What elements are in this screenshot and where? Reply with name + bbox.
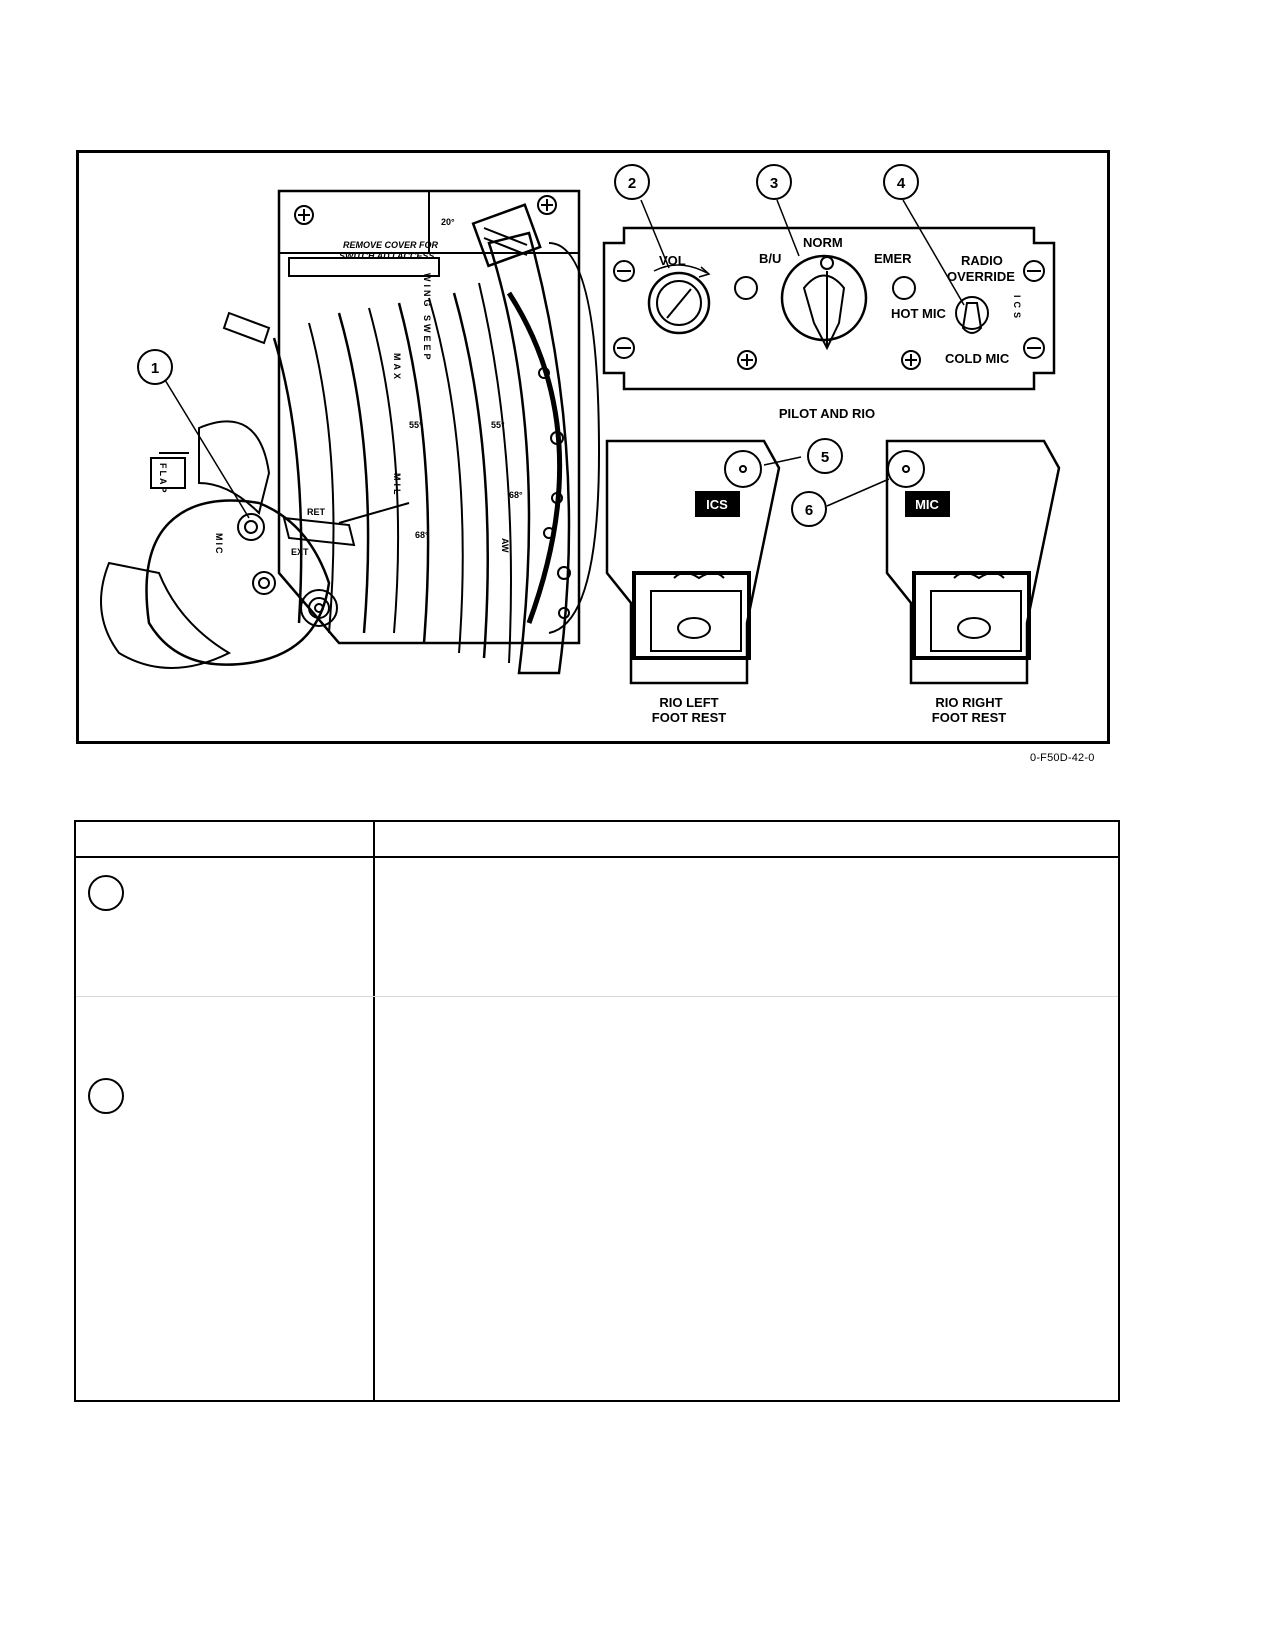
mil-label: MIL — [392, 473, 402, 498]
table-row-1-item-circle — [88, 875, 124, 911]
callout-5-label: 5 — [821, 449, 829, 466]
callout-circle-2 — [614, 164, 650, 200]
column-divider — [373, 822, 375, 1400]
callout-circle-5 — [807, 438, 843, 474]
ics-plate — [695, 491, 740, 517]
deg-55-label-a: 55° — [409, 420, 423, 430]
control-description-table — [74, 820, 1120, 1402]
deg-68-label-a: 68° — [415, 530, 429, 540]
mic-plate — [905, 491, 950, 517]
rio-right-foot-rest-drawing — [826, 439, 1061, 685]
ics-vertical-label: ICS — [1012, 295, 1022, 322]
deg-68-label-b: 68° — [509, 490, 523, 500]
panel-caption: PILOT AND RIO — [779, 406, 875, 421]
rio-left-foot-rest-drawing — [605, 439, 802, 685]
radio-label: RADIO — [961, 253, 1003, 268]
wing-sweep-label: WING SWEEP — [422, 273, 432, 363]
norm-label: NORM — [803, 235, 843, 250]
figure-id: 0-F50D-42-0 — [1030, 752, 1095, 764]
callout-3-label: 3 — [770, 175, 778, 192]
flap-label: FLAP — [158, 463, 168, 495]
right-foot-rest-caption-line1: RIO RIGHT — [935, 695, 1002, 710]
cold-mic-label: COLD MIC — [945, 351, 1010, 366]
emer-label: EMER — [874, 251, 912, 266]
table-row-2-item-circle — [88, 1078, 124, 1114]
callout-2-label: 2 — [628, 175, 636, 192]
callout-circle-1 — [137, 349, 173, 385]
hot-mic-label: HOT MIC — [891, 306, 946, 321]
cover-note-line1: REMOVE COVER FOR — [343, 240, 439, 250]
row-separator — [76, 996, 1118, 997]
illustration-frame: 1 2 3 4 5 6 VOL B/U NORM EMER RADIO OVER… — [76, 150, 1110, 744]
callout-circle-3 — [756, 164, 792, 200]
throttle-quadrant-drawing — [100, 189, 601, 675]
max-label: MAX — [392, 353, 402, 382]
mic-plate-label: MIC — [915, 497, 939, 512]
left-foot-rest-caption-line2: FOOT REST — [652, 710, 726, 725]
left-foot-rest-caption-line1: RIO LEFT — [659, 695, 718, 710]
cockpit-controls-illustration: 1 2 3 4 5 6 VOL B/U NORM EMER RADIO OVER… — [100, 164, 1061, 725]
table-header — [76, 822, 1118, 858]
ret-label: RET — [307, 507, 326, 517]
ext-label: EXT — [291, 547, 309, 557]
deg-55-label-b: 55° — [491, 420, 505, 430]
right-foot-rest-caption-line2: FOOT REST — [932, 710, 1006, 725]
ics-control-panel-drawing — [602, 199, 1056, 391]
bu-label: B/U — [759, 251, 781, 266]
grip-mic-label: MIC — [214, 533, 224, 556]
callout-6-label: 6 — [805, 502, 813, 519]
aw-label: AW — [500, 538, 510, 553]
deg-20-label: 20° — [441, 217, 455, 227]
callout-1-label: 1 — [151, 360, 159, 377]
ics-plate-label: ICS — [706, 497, 728, 512]
override-label: OVERRIDE — [947, 269, 1015, 284]
vol-label: VOL — [659, 253, 686, 268]
callout-4-label: 4 — [897, 175, 906, 192]
callout-circle-4 — [883, 164, 919, 200]
cover-note-line2: SWITCH ADJ ACCESS — [339, 251, 434, 261]
callout-circle-6 — [791, 491, 827, 527]
